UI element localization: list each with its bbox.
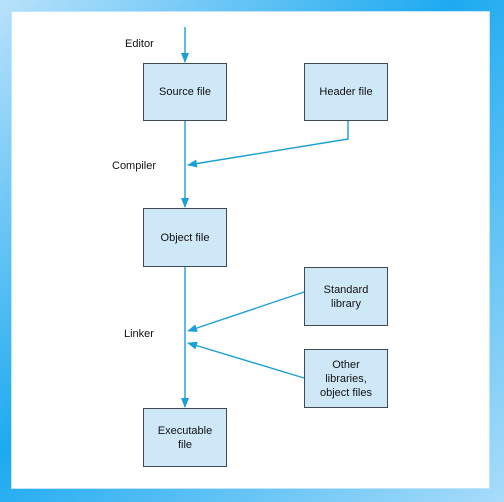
linker-label: Linker (124, 328, 154, 340)
arrow-other-libraries-to-linker (187, 341, 305, 379)
standard-library-box: Standard library (304, 267, 388, 326)
executable-file-label: Executable file (157, 424, 213, 451)
header-file-box: Header file (304, 63, 388, 121)
other-libraries-box: Other libraries, object files (304, 349, 388, 408)
editor-label: Editor (125, 38, 154, 50)
diagram-panel (11, 11, 490, 489)
source-file-box: Source file (143, 63, 227, 121)
object-file-box: Object file (143, 208, 227, 267)
compiler-label: Compiler (112, 160, 157, 172)
source-file-label: Source file (159, 86, 211, 98)
header-file-label: Header file (319, 86, 373, 98)
arrow-standard-library-to-linker (187, 291, 305, 332)
arrow-header-to-compiler (187, 121, 349, 168)
executable-file-box: Executable file (143, 408, 227, 467)
standard-library-label: Standard library (323, 283, 369, 310)
object-file-label: Object file (160, 231, 210, 244)
other-libraries-label: Other libraries, object files (320, 358, 372, 399)
